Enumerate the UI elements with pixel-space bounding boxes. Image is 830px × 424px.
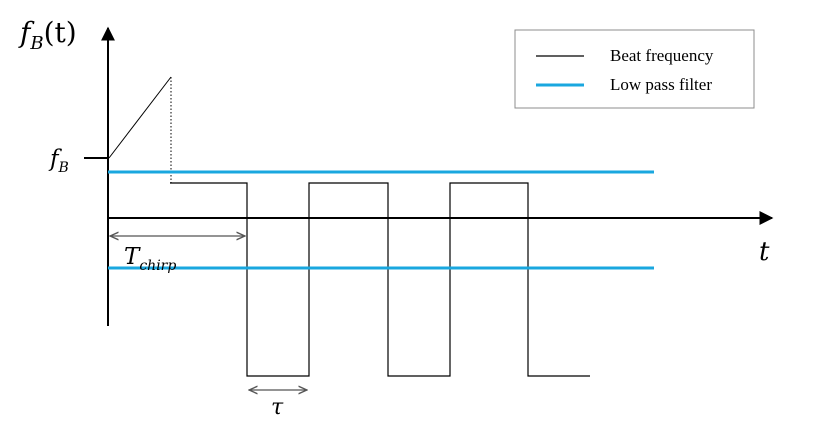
legend: Beat frequency Low pass filter [514, 29, 755, 109]
tau-label: τ [271, 395, 284, 420]
beat-frequency-ramp [108, 76, 172, 159]
legend-lpf-label: Low pass filter [610, 75, 712, 94]
beat-frequency-line [170, 182, 590, 377]
y-axis-label: fB(t) [18, 16, 77, 54]
t-chirp-label: Tchirp [124, 244, 176, 274]
legend-box [514, 29, 755, 109]
dotted-transitions [170, 77, 529, 376]
legend-beat-label: Beat frequency [610, 46, 714, 65]
x-axis-label: t [759, 237, 770, 267]
fb-tick-label: fB [48, 146, 69, 176]
